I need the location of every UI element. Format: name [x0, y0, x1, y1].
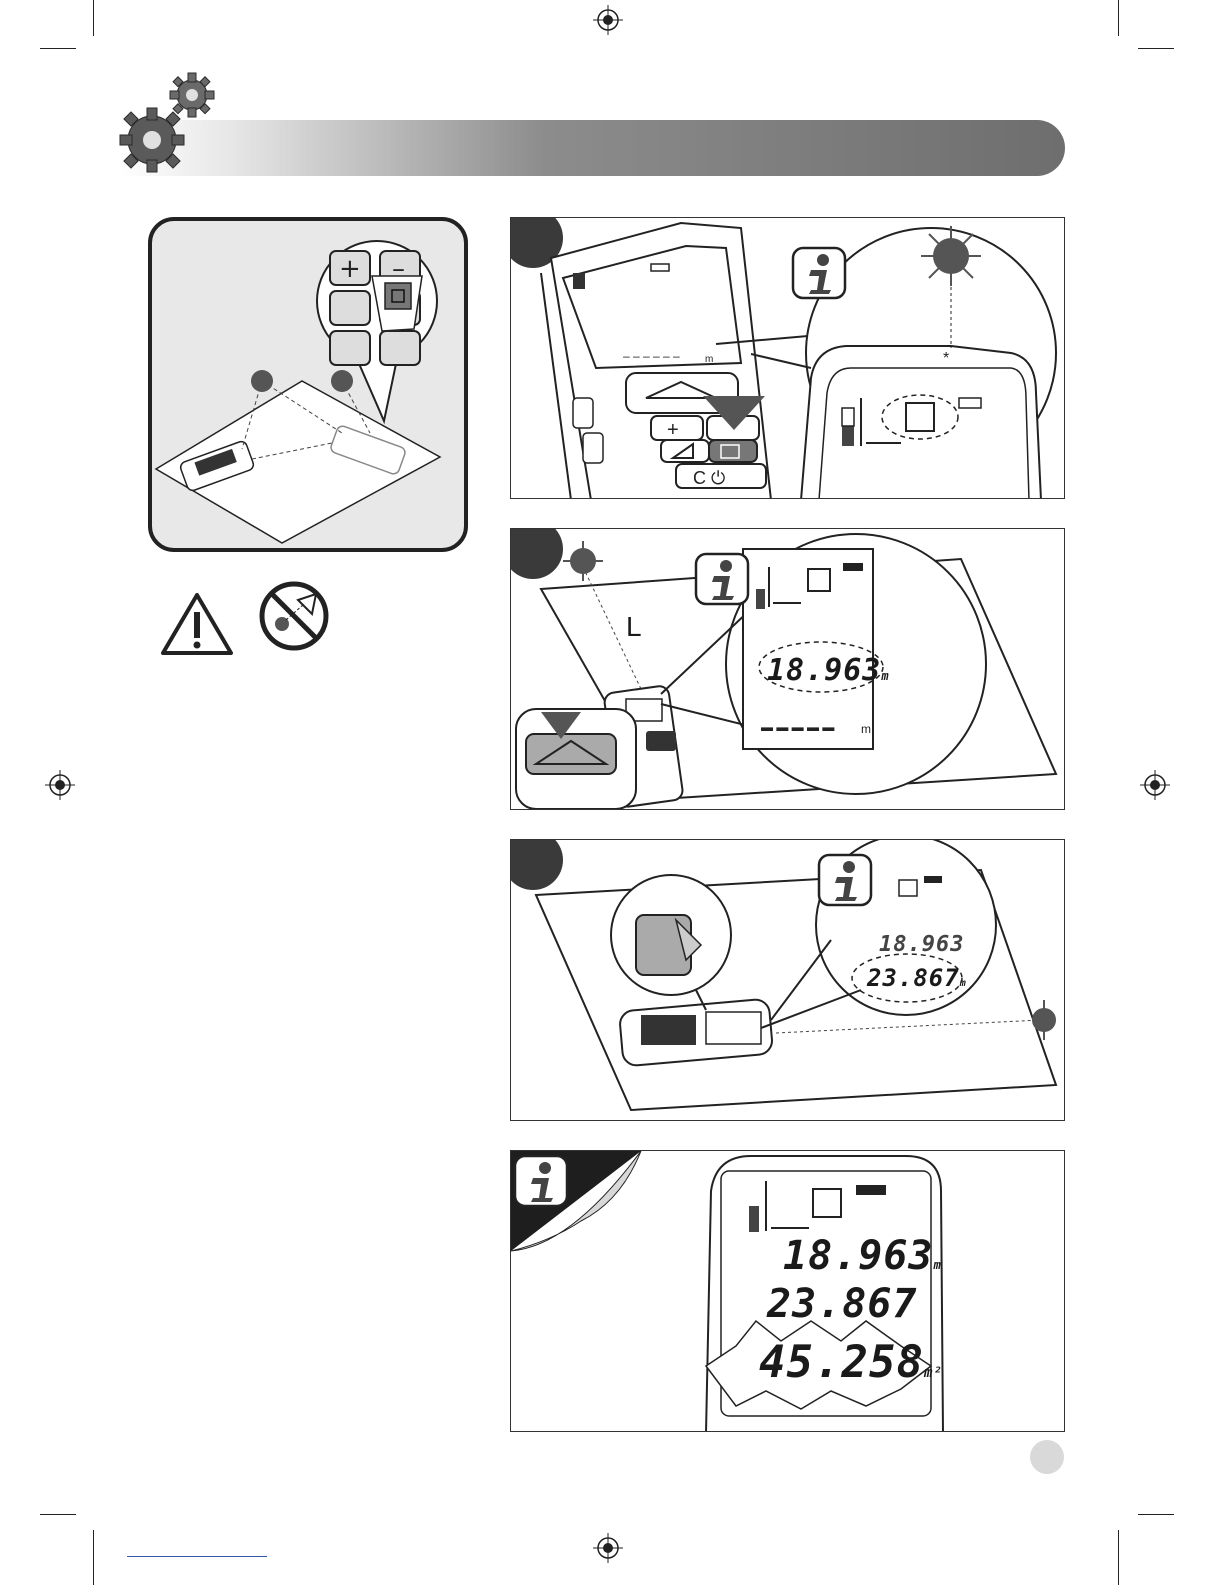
crop-mark	[1138, 1514, 1174, 1515]
crop-mark	[93, 1530, 94, 1585]
warning-icon	[160, 592, 234, 656]
lcd-reading-1: 18.963m	[767, 653, 890, 688]
lcd-reading-2: 23.867	[767, 1281, 918, 1327]
step-panel-2: ▬ ▬ ▬ ▬ ▬ m L 18.963m	[510, 528, 1065, 810]
crop-mark	[1118, 0, 1119, 36]
result-panel: 18.963m 23.867 45.258m²	[510, 1150, 1065, 1432]
info-icon	[793, 248, 845, 298]
svg-text:+: +	[667, 419, 679, 441]
lcd-reading-1: 18.963m	[783, 1233, 942, 1279]
svg-text:– – – – – –: – – – – – –	[623, 349, 680, 363]
info-icon	[819, 855, 871, 905]
laser-dot-icon	[563, 541, 603, 581]
svg-text:C ⏻: C ⏻	[693, 468, 725, 488]
crop-mark	[40, 1514, 76, 1515]
registration-mark-icon	[45, 770, 75, 800]
info-icon	[515, 1156, 567, 1206]
crop-mark	[93, 0, 94, 36]
gear-icon	[166, 70, 218, 120]
lcd-reading-1: 18.963	[879, 932, 964, 957]
laser-dot-icon	[921, 226, 981, 286]
crop-mark	[1118, 1530, 1119, 1585]
registration-mark-icon	[593, 5, 623, 35]
lcd-reading-2: 23.867m	[867, 964, 967, 992]
step-panel-3: 18.963 23.867m	[510, 839, 1065, 1121]
svg-text:*: *	[943, 350, 949, 367]
registration-mark-icon	[1140, 770, 1170, 800]
header-banner	[120, 120, 1065, 176]
footer-line	[127, 1556, 267, 1557]
page-number-dot	[1030, 1440, 1064, 1474]
svg-text:▬ ▬ ▬ ▬ ▬: ▬ ▬ ▬ ▬ ▬	[761, 720, 834, 734]
svg-text:m: m	[705, 354, 713, 365]
crop-mark	[40, 48, 76, 49]
overview-illustration: + –	[148, 217, 468, 552]
lcd-area-result: 45.258m²	[759, 1337, 943, 1388]
info-icon	[696, 554, 748, 604]
registration-mark-icon	[593, 1533, 623, 1563]
svg-text:+: +	[339, 254, 361, 284]
scale-unit: m	[861, 722, 871, 736]
step-panel-1: – – – – – – m + C ⏻ *	[510, 217, 1065, 499]
no-laser-eye-icon	[258, 580, 330, 652]
crop-mark	[1138, 48, 1174, 49]
distance-label: L	[626, 611, 642, 643]
